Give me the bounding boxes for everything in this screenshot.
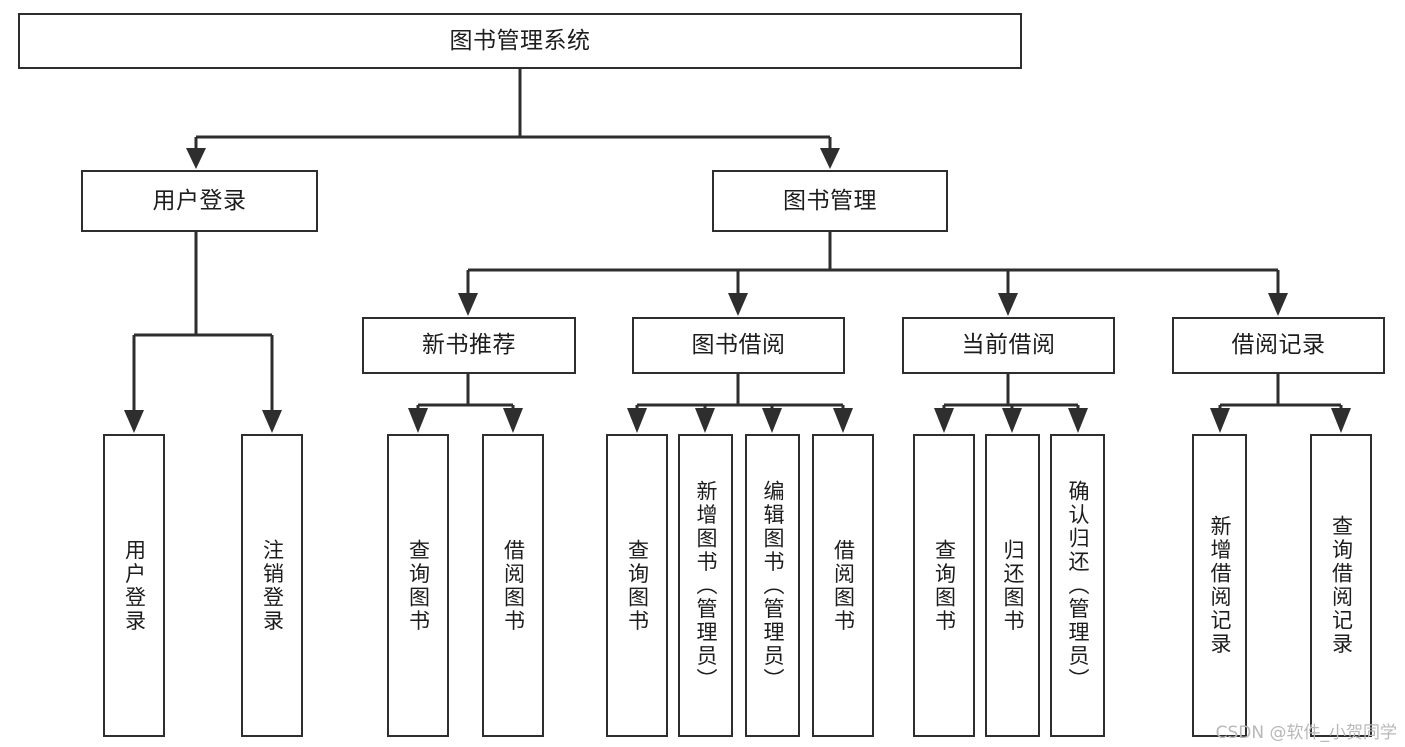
arrowhead-leaf-logout	[262, 410, 282, 433]
node-leaf-add-record-label: 新增借阅记录	[1208, 515, 1232, 656]
node-borrow-record-label: 借阅记录	[1231, 332, 1326, 359]
node-leaf-return-book[interactable]: 归还图书	[985, 434, 1040, 737]
node-leaf-add-book[interactable]: 新增图书（管理员）	[678, 434, 733, 737]
node-root-label: 图书管理系统	[449, 27, 591, 54]
arrowhead-leaf-add-book	[695, 408, 715, 433]
node-leaf-logout-label: 注销登录	[260, 538, 285, 633]
node-book-manage[interactable]: 图书管理	[712, 170, 948, 232]
arrowhead-book-manage	[820, 148, 840, 169]
node-leaf-borrow-book-1-label: 借阅图书	[501, 538, 526, 633]
arrowhead-current-borrow	[998, 293, 1018, 316]
node-new-book-recommend[interactable]: 新书推荐	[362, 317, 576, 374]
arrowhead-leaf-add-record	[1210, 408, 1230, 433]
node-leaf-borrow-book-1[interactable]: 借阅图书	[482, 434, 544, 737]
node-book-borrow[interactable]: 图书借阅	[632, 317, 845, 374]
node-new-book-recommend-label: 新书推荐	[422, 332, 516, 359]
node-leaf-query-book-1-label: 查询图书	[406, 538, 431, 633]
node-book-manage-label: 图书管理	[783, 187, 877, 214]
node-leaf-add-record[interactable]: 新增借阅记录	[1192, 434, 1247, 737]
node-leaf-query-book-2-label: 查询图书	[625, 538, 650, 633]
node-leaf-user-login-label: 用户登录	[122, 538, 147, 633]
arrowhead-leaf-query-book-3	[934, 408, 954, 433]
node-leaf-query-book-3[interactable]: 查询图书	[913, 434, 975, 737]
node-leaf-query-book-3-label: 查询图书	[932, 538, 957, 633]
node-leaf-borrow-book-2[interactable]: 借阅图书	[812, 434, 874, 737]
arrowhead-borrow-record	[1268, 293, 1288, 316]
node-leaf-edit-book-label: 编辑图书（管理员）	[761, 479, 785, 692]
arrowhead-new-book-recommend	[458, 293, 478, 316]
node-borrow-record[interactable]: 借阅记录	[1172, 317, 1385, 374]
node-leaf-confirm-return[interactable]: 确认归还（管理员）	[1050, 434, 1105, 737]
node-leaf-query-record[interactable]: 查询借阅记录	[1310, 434, 1372, 737]
node-leaf-confirm-return-label: 确认归还（管理员）	[1066, 479, 1090, 692]
arrowhead-leaf-borrow-book-2	[833, 408, 853, 433]
node-leaf-query-record-label: 查询借阅记录	[1329, 515, 1354, 656]
node-user-login[interactable]: 用户登录	[81, 170, 318, 232]
arrowhead-leaf-query-book-2	[627, 408, 647, 433]
node-leaf-query-book-1[interactable]: 查询图书	[387, 434, 449, 737]
arrowhead-leaf-edit-book	[762, 408, 782, 433]
arrowhead-leaf-return-book	[1002, 408, 1022, 433]
arrowhead-leaf-user-login	[124, 410, 144, 433]
node-current-borrow-label: 当前借阅	[961, 332, 1056, 359]
node-user-login-label: 用户登录	[152, 187, 247, 214]
node-leaf-user-login[interactable]: 用户登录	[103, 434, 165, 737]
arrowhead-leaf-borrow-book-1	[503, 408, 523, 433]
arrowhead-user-login	[186, 148, 206, 169]
arrowhead-leaf-confirm-return	[1068, 408, 1088, 433]
node-leaf-return-book-label: 归还图书	[1001, 538, 1025, 633]
node-leaf-logout[interactable]: 注销登录	[241, 434, 303, 737]
node-root[interactable]: 图书管理系统	[18, 13, 1022, 69]
arrowhead-leaf-query-record	[1331, 408, 1351, 433]
arrowhead-book-borrow	[728, 293, 748, 316]
node-current-borrow[interactable]: 当前借阅	[902, 317, 1115, 374]
node-book-borrow-label: 图书借阅	[691, 332, 786, 359]
csdn-watermark: CSDN @软件_小贺同学	[1215, 723, 1397, 743]
node-leaf-edit-book[interactable]: 编辑图书（管理员）	[745, 434, 800, 737]
node-leaf-add-book-label: 新增图书（管理员）	[694, 479, 718, 692]
node-leaf-query-book-2[interactable]: 查询图书	[606, 434, 668, 737]
node-leaf-borrow-book-2-label: 借阅图书	[831, 538, 856, 633]
arrowhead-leaf-query-book-1	[408, 408, 428, 433]
